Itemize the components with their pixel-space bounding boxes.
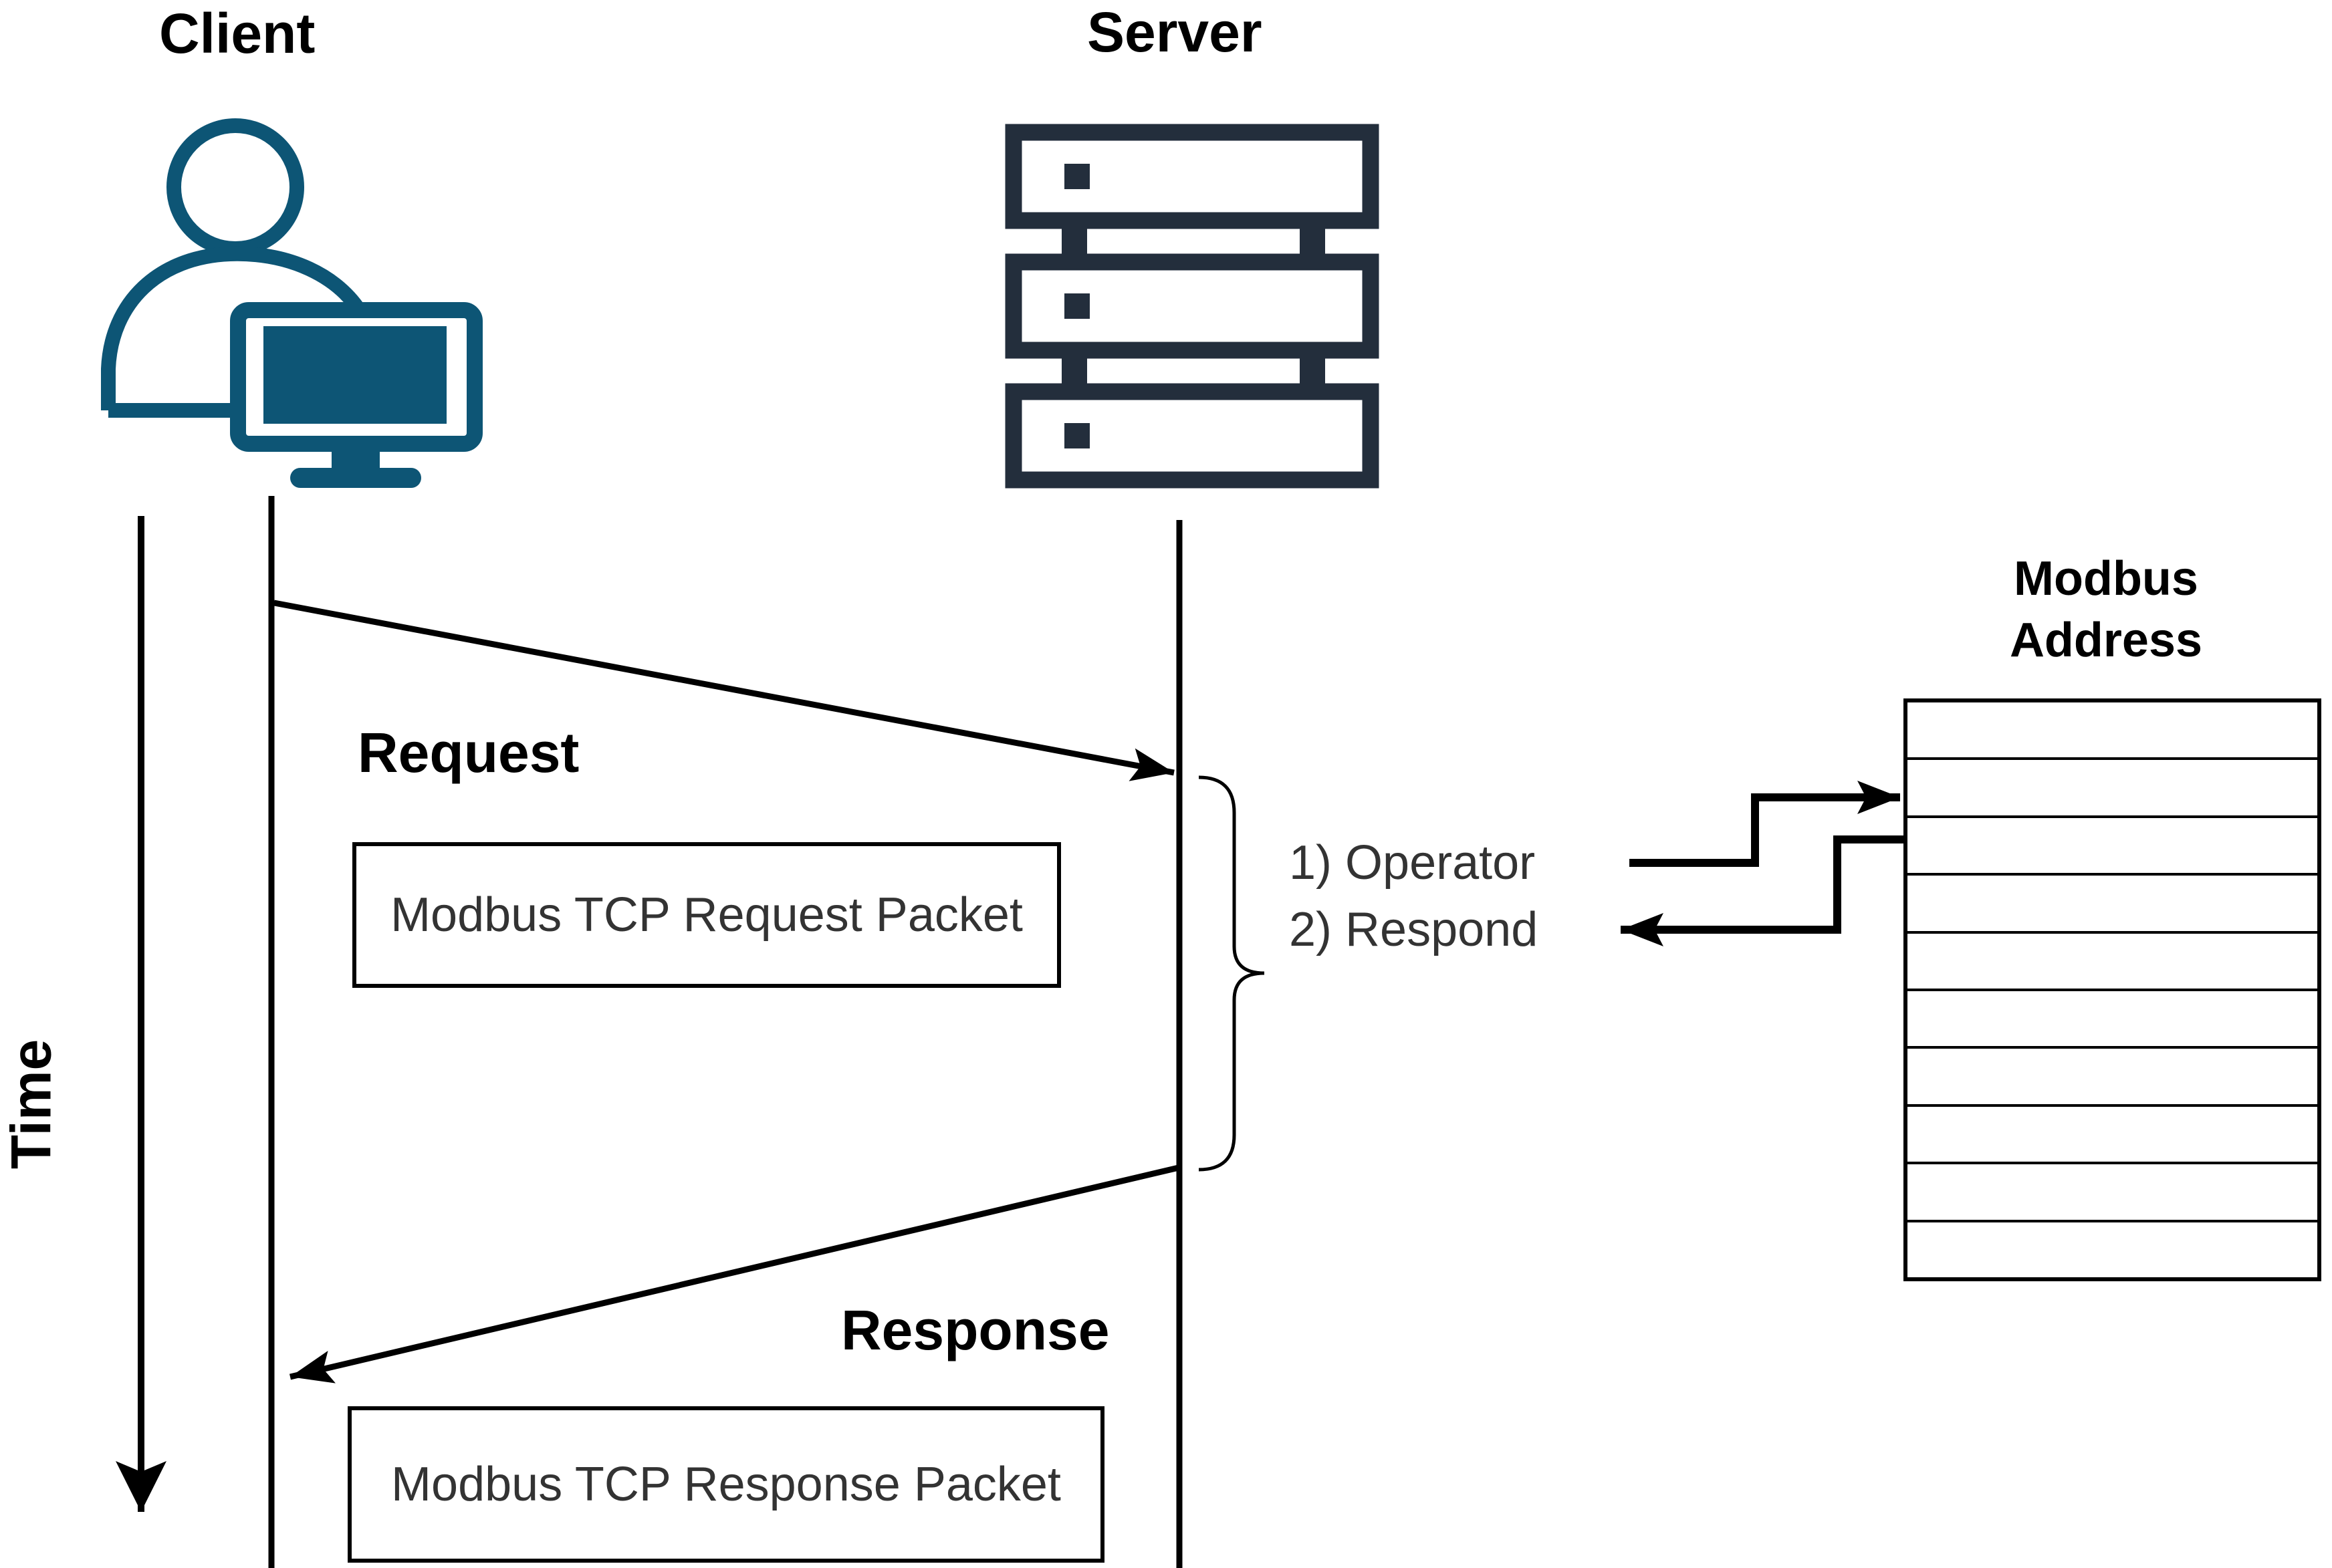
modbus-table-title: Modbus Address <box>1972 548 2240 671</box>
modbus-table-title-line1: Modbus <box>2014 552 2198 606</box>
modbus-table-row <box>1907 1219 2317 1277</box>
respond-arrow <box>1621 835 1905 946</box>
operator-arrow <box>1629 781 1900 867</box>
modbus-table-row <box>1907 1046 2317 1103</box>
operator-step-label: 1) Operator <box>1289 836 1536 890</box>
response-message-label: Response <box>841 1299 1110 1361</box>
server-actor-label: Server <box>1087 1 1262 63</box>
modbus-table-row <box>1907 1103 2317 1162</box>
modbus-table-row <box>1907 757 2317 815</box>
person-at-monitor-icon <box>101 118 483 488</box>
modbus-address-table <box>1903 698 2321 1281</box>
respond-step-label: 2) Respond <box>1289 903 1538 956</box>
response-arrow <box>289 1164 1180 1384</box>
request-message-label: Request <box>358 721 580 784</box>
response-packet-box: Modbus TCP Response Packet <box>348 1406 1104 1563</box>
modbus-table-title-line2: Address <box>2009 614 2203 667</box>
time-axis-label: Time <box>0 1039 63 1170</box>
response-packet-text: Modbus TCP Response Packet <box>391 1458 1061 1511</box>
server-processing-brace <box>1198 775 1265 1172</box>
modbus-table-row <box>1907 873 2317 930</box>
client-actor-label: Client <box>159 2 316 65</box>
request-packet-box: Modbus TCP Request Packet <box>352 842 1061 988</box>
modbus-table-row <box>1907 989 2317 1046</box>
server-stack-icon <box>1005 124 1379 489</box>
modbus-table-row <box>1907 1162 2317 1219</box>
modbus-table-row <box>1907 930 2317 989</box>
request-packet-text: Modbus TCP Request Packet <box>390 888 1023 942</box>
modbus-table-row <box>1907 702 2317 757</box>
request-arrow <box>273 600 1175 781</box>
modbus-table-row <box>1907 815 2317 873</box>
